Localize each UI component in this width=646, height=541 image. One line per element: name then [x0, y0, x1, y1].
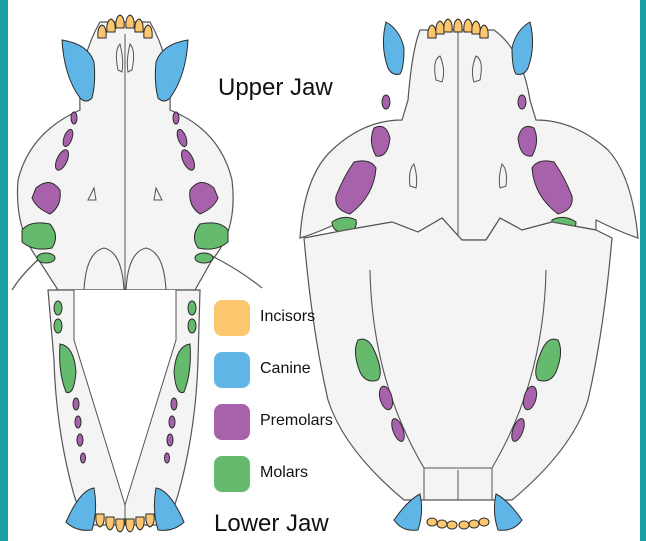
legend-label-premolars: Premolars [260, 412, 333, 430]
right-upper-canine-left [383, 22, 404, 74]
legend-label-canine: Canine [260, 360, 311, 378]
legend-swatch-molars [214, 456, 250, 492]
frame-left-edge [0, 0, 8, 541]
legend-label-molars: Molars [260, 464, 308, 482]
legend-item-incisors: Incisors [214, 300, 354, 336]
legend-label-incisors: Incisors [260, 308, 315, 326]
lower-jaw-label: Lower Jaw [214, 510, 329, 538]
right-lower-incisors [427, 518, 489, 529]
legend-item-canine: Canine [214, 352, 354, 388]
legend-swatch-canine [214, 352, 250, 388]
frame-right-edge [640, 0, 646, 541]
right-upper-canine-right [512, 22, 533, 74]
legend-item-premolars: Premolars [214, 404, 354, 440]
upper-jaw-label: Upper Jaw [218, 74, 333, 102]
left-upper-cheek-curve [210, 255, 262, 288]
legend-item-molars: Molars [214, 456, 354, 492]
legend-swatch-premolars [214, 404, 250, 440]
left-upper-cheek-curve-2 [12, 258, 40, 290]
legend-swatch-incisors [214, 300, 250, 336]
